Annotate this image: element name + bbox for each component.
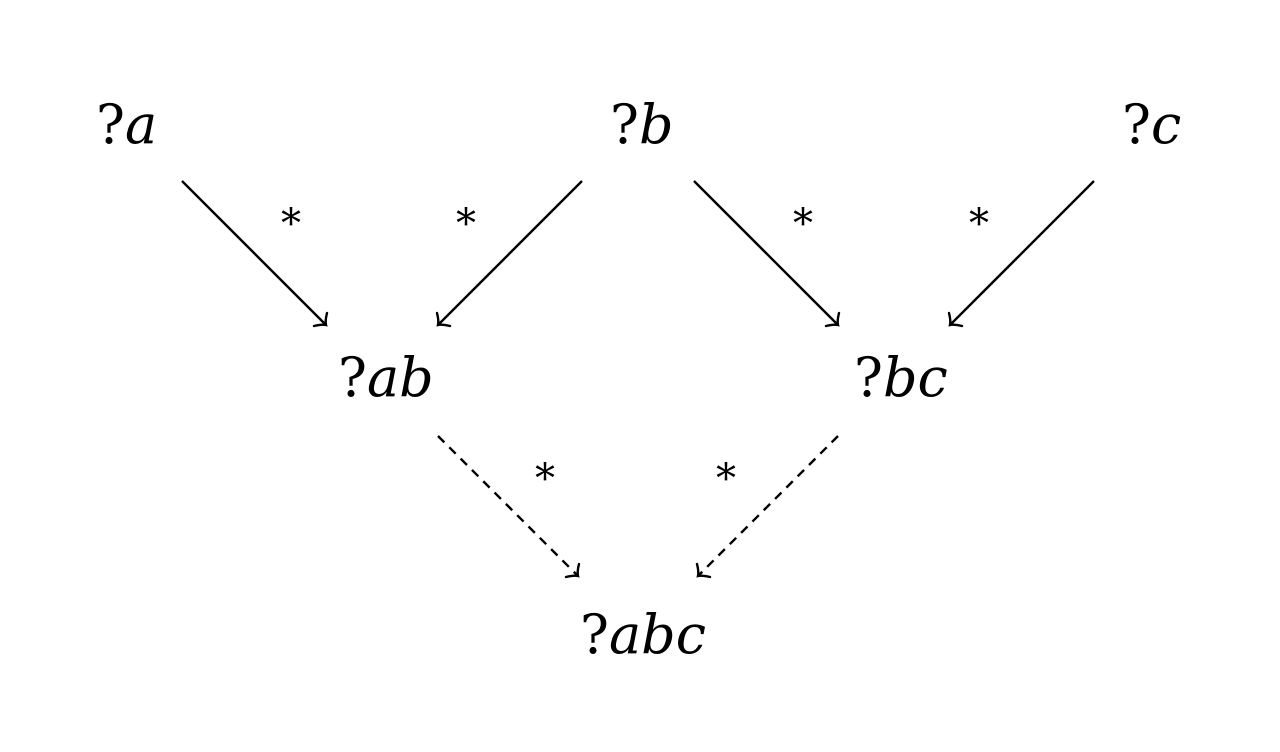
node-a-prefix: ? [96,93,125,156]
edge-b-bc-label: * [793,201,813,247]
edge-b-bc-arrowhead [824,311,841,328]
node-abc: ?abc [580,603,706,666]
edge-a-ab: * [181,180,329,328]
node-ab-prefix: ? [338,346,367,409]
edge-c-bc-line [949,180,1095,326]
edge-bc-abc-arrowhead [695,562,712,579]
node-b-var: b [639,93,674,156]
node-ab-var: ab [367,346,434,409]
node-ab: ?ab [338,346,434,409]
node-c: ?c [1122,93,1181,156]
edge-ab-abc: * [437,435,581,579]
edge-a-ab-label: * [281,201,301,247]
edge-bc-abc-line [697,435,839,577]
node-c-var: c [1151,93,1181,156]
node-a-var: a [125,93,157,156]
node-a: ?a [96,93,157,156]
node-c-prefix: ? [1122,93,1151,156]
edge-bc-abc: * [695,435,839,579]
edge-a-ab-line [181,180,327,326]
edge-bc-abc-label: * [716,456,736,502]
node-abc-prefix: ? [580,603,609,666]
node-bc-var: bc [883,346,948,409]
edge-b-ab-label: * [456,201,476,247]
node-b: ?b [610,93,674,156]
edge-ab-abc-label: * [535,456,555,502]
edge-c-bc-arrowhead [947,311,964,328]
node-bc-prefix: ? [854,346,883,409]
node-bc: ?bc [854,346,948,409]
edge-c-bc-label: * [969,201,989,247]
edge-a-ab-arrowhead [312,311,329,328]
edge-ab-abc-line [437,435,579,577]
edge-c-bc: * [947,180,1095,328]
edge-ab-abc-arrowhead [564,562,581,579]
node-abc-var: abc [609,603,706,666]
edge-b-ab-line [437,180,583,326]
node-b-prefix: ? [610,93,639,156]
edge-b-bc: * [693,180,841,328]
edge-b-ab-arrowhead [435,311,452,328]
edge-b-bc-line [693,180,839,326]
edge-b-ab: * [435,180,583,328]
